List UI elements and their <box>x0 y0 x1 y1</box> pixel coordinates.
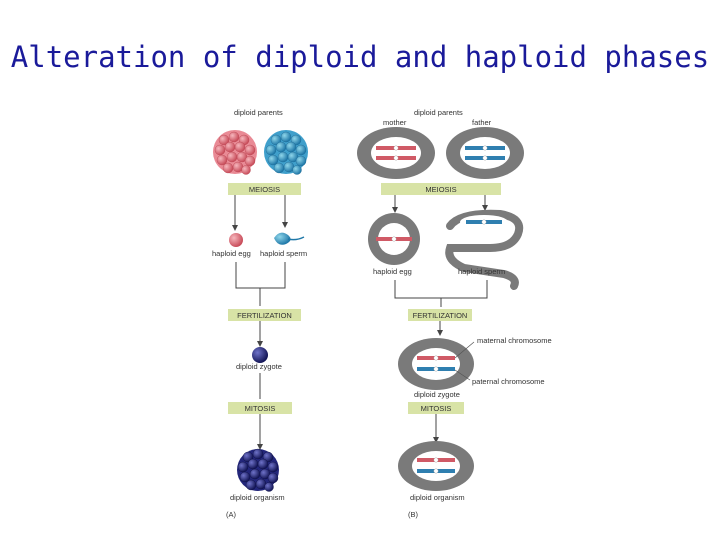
panel-b-diploid-zygote-label: diploid zygote <box>414 390 460 399</box>
panel-b: diploid parents mother father MEIOSIS <box>357 108 552 519</box>
paternal-label: paternal chromosome <box>472 377 545 386</box>
panel-a-diploid-parents-label: diploid parents <box>234 108 283 117</box>
panel-b-fertilization-label: FERTILIZATION <box>413 311 468 320</box>
panel-b-meiosis-label: MEIOSIS <box>425 185 456 194</box>
panel-b-father-label: father <box>472 118 492 127</box>
panel-a-haploid-sperm-label: haploid sperm <box>260 249 307 258</box>
panel-b-mitosis-bar <box>408 402 464 414</box>
panel-b-letter: (B) <box>408 510 419 519</box>
diploid-zygote-cell <box>398 338 474 390</box>
panel-b-haploid-egg-label: haploid egg <box>373 267 412 276</box>
panel-b-merge-line <box>394 280 488 299</box>
panel-b-meiosis-bar <box>381 183 501 195</box>
panel-a-fertilization-bar <box>228 309 301 321</box>
mother-cell <box>357 127 435 179</box>
panel-a-diploid-zygote-label: diploid zygote <box>236 362 282 371</box>
panel-a: diploid parents MEIOSIS <box>212 108 308 519</box>
panel-b-mother-label: mother <box>383 118 407 127</box>
haploid-egg-cell <box>368 213 420 265</box>
diploid-organism-cell <box>398 441 474 491</box>
maternal-pointer <box>454 341 475 359</box>
panel-b-diploid-parents-label: diploid parents <box>414 108 463 117</box>
panel-a-diploid-organism-label: diploid organism <box>230 493 285 502</box>
panel-a-letter: (A) <box>226 510 237 519</box>
panel-b-haploid-sperm-label: haploid sperm <box>458 267 505 276</box>
haploid-egg-ball <box>229 233 243 247</box>
panel-a-haploid-egg-label: haploid egg <box>212 249 251 258</box>
panel-a-merge-line <box>235 262 286 289</box>
panel-a-meiosis-label: MEIOSIS <box>249 185 280 194</box>
father-cell <box>446 127 524 179</box>
panel-b-diploid-organism-label: diploid organism <box>410 493 465 502</box>
diploid-zygote-ball <box>252 347 268 363</box>
panel-a-meiosis-bar <box>228 183 301 195</box>
panel-a-fertilization-label: FERTILIZATION <box>237 311 292 320</box>
slide-title: Alteration of diploid and haploid phases <box>10 40 710 74</box>
panel-b-mitosis-label: MITOSIS <box>421 404 452 413</box>
maternal-label: maternal chromosome <box>477 336 552 345</box>
haploid-sperm-cell <box>445 209 524 290</box>
diploid-mother-cluster <box>213 130 257 175</box>
panel-b-fertilization-bar <box>408 309 472 321</box>
diploid-organism-cluster <box>237 448 279 492</box>
paternal-pointer <box>454 369 471 381</box>
panel-a-mitosis-label: MITOSIS <box>245 404 276 413</box>
panel-a-mitosis-bar <box>228 402 292 414</box>
diploid-father-cluster <box>264 130 308 175</box>
haploid-sperm-shape <box>274 232 305 245</box>
